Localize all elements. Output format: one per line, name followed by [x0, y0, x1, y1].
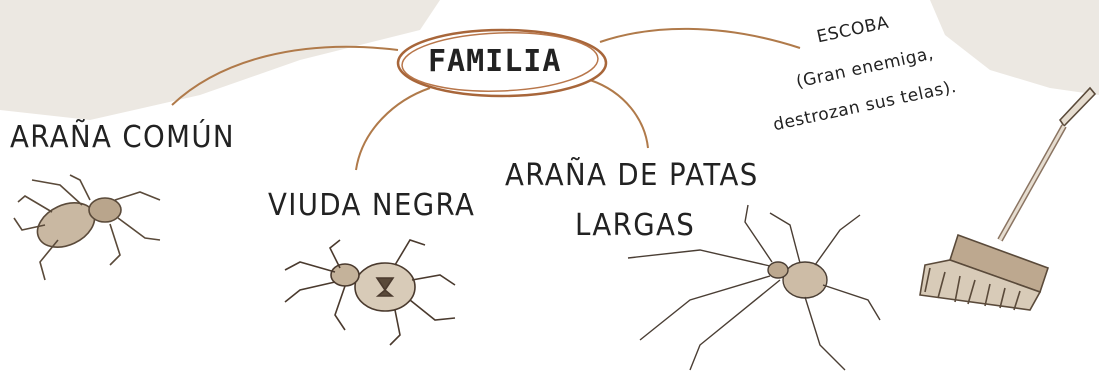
black-widow-spider-icon [284, 239, 456, 346]
paper-scrap-left [0, 0, 440, 120]
daddy-long-legs-spider-icon [627, 204, 881, 371]
broom-icon [919, 86, 1097, 311]
branch-label-viuda-negra: VIUDA NEGRA [268, 188, 476, 223]
paper-scrap-right [930, 0, 1099, 95]
common-spider-icon [13, 174, 161, 281]
connector-to-arana-patas-largas [589, 79, 649, 149]
connector-to-viuda-negra [355, 87, 431, 171]
connector-to-escoba [599, 27, 801, 49]
root-ellipse-sketch [401, 32, 599, 92]
root-ellipse [396, 28, 608, 98]
branch-label-patas-largas-line1: ARAÑA DE PATAS [505, 158, 759, 193]
branch-label-patas-largas-line2: LARGAS [575, 208, 696, 243]
branch-label-arana-comun: ARAÑA COMÚN [10, 120, 235, 155]
root-node-label: FAMILIA [428, 44, 562, 79]
connector-to-arana-comun [171, 45, 399, 106]
